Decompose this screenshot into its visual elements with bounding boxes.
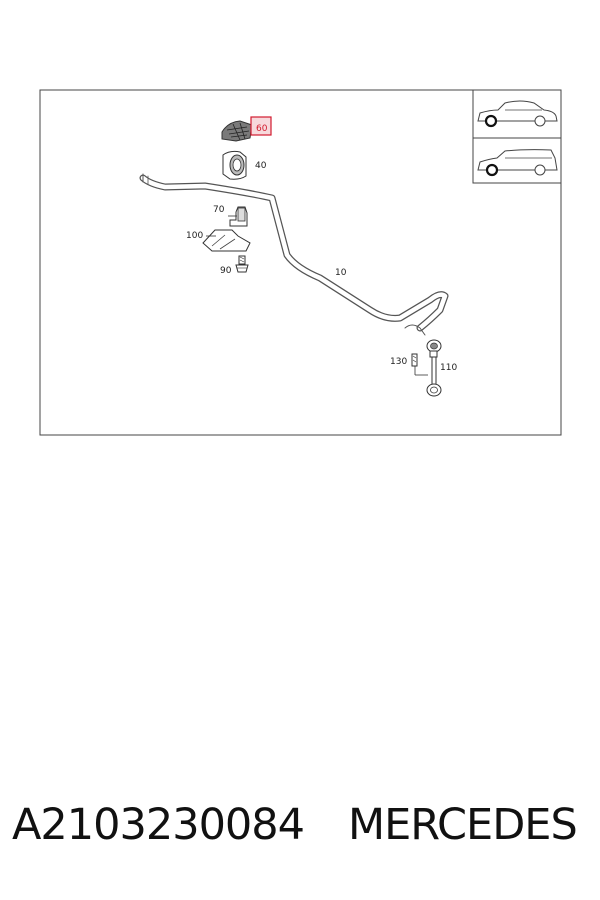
callout-70: 70 — [213, 205, 225, 215]
brand-name: MERCEDES — [348, 800, 578, 850]
callout-10: 10 — [335, 268, 347, 278]
vehicle-selector — [472, 89, 562, 184]
part-number: A2103230084 — [12, 800, 305, 850]
bracket-100[interactable]: 100 — [186, 229, 251, 252]
rubber-mount-40[interactable]: 40 — [222, 150, 267, 180]
part-caption: A2103230084 MERCEDES — [12, 800, 578, 870]
callout-60: 60 — [256, 124, 268, 134]
coupling-rod-110[interactable]: 110 — [426, 339, 457, 397]
estate-icon[interactable] — [477, 149, 558, 177]
callout-100: 100 — [186, 231, 203, 241]
callout-130: 130 — [390, 357, 407, 367]
sedan-icon[interactable] — [477, 100, 558, 128]
bushing-60[interactable]: 60 — [221, 116, 272, 142]
callout-60-highlight — [250, 116, 272, 136]
stabilizer-bar — [139, 173, 449, 336]
callout-90: 90 — [220, 266, 232, 276]
callout-40: 40 — [255, 161, 267, 171]
clamp-70[interactable]: 70 — [213, 205, 248, 227]
nut-130[interactable]: 130 — [390, 353, 428, 376]
callout-110: 110 — [440, 363, 457, 373]
screw-90[interactable]: 90 — [220, 255, 249, 276]
